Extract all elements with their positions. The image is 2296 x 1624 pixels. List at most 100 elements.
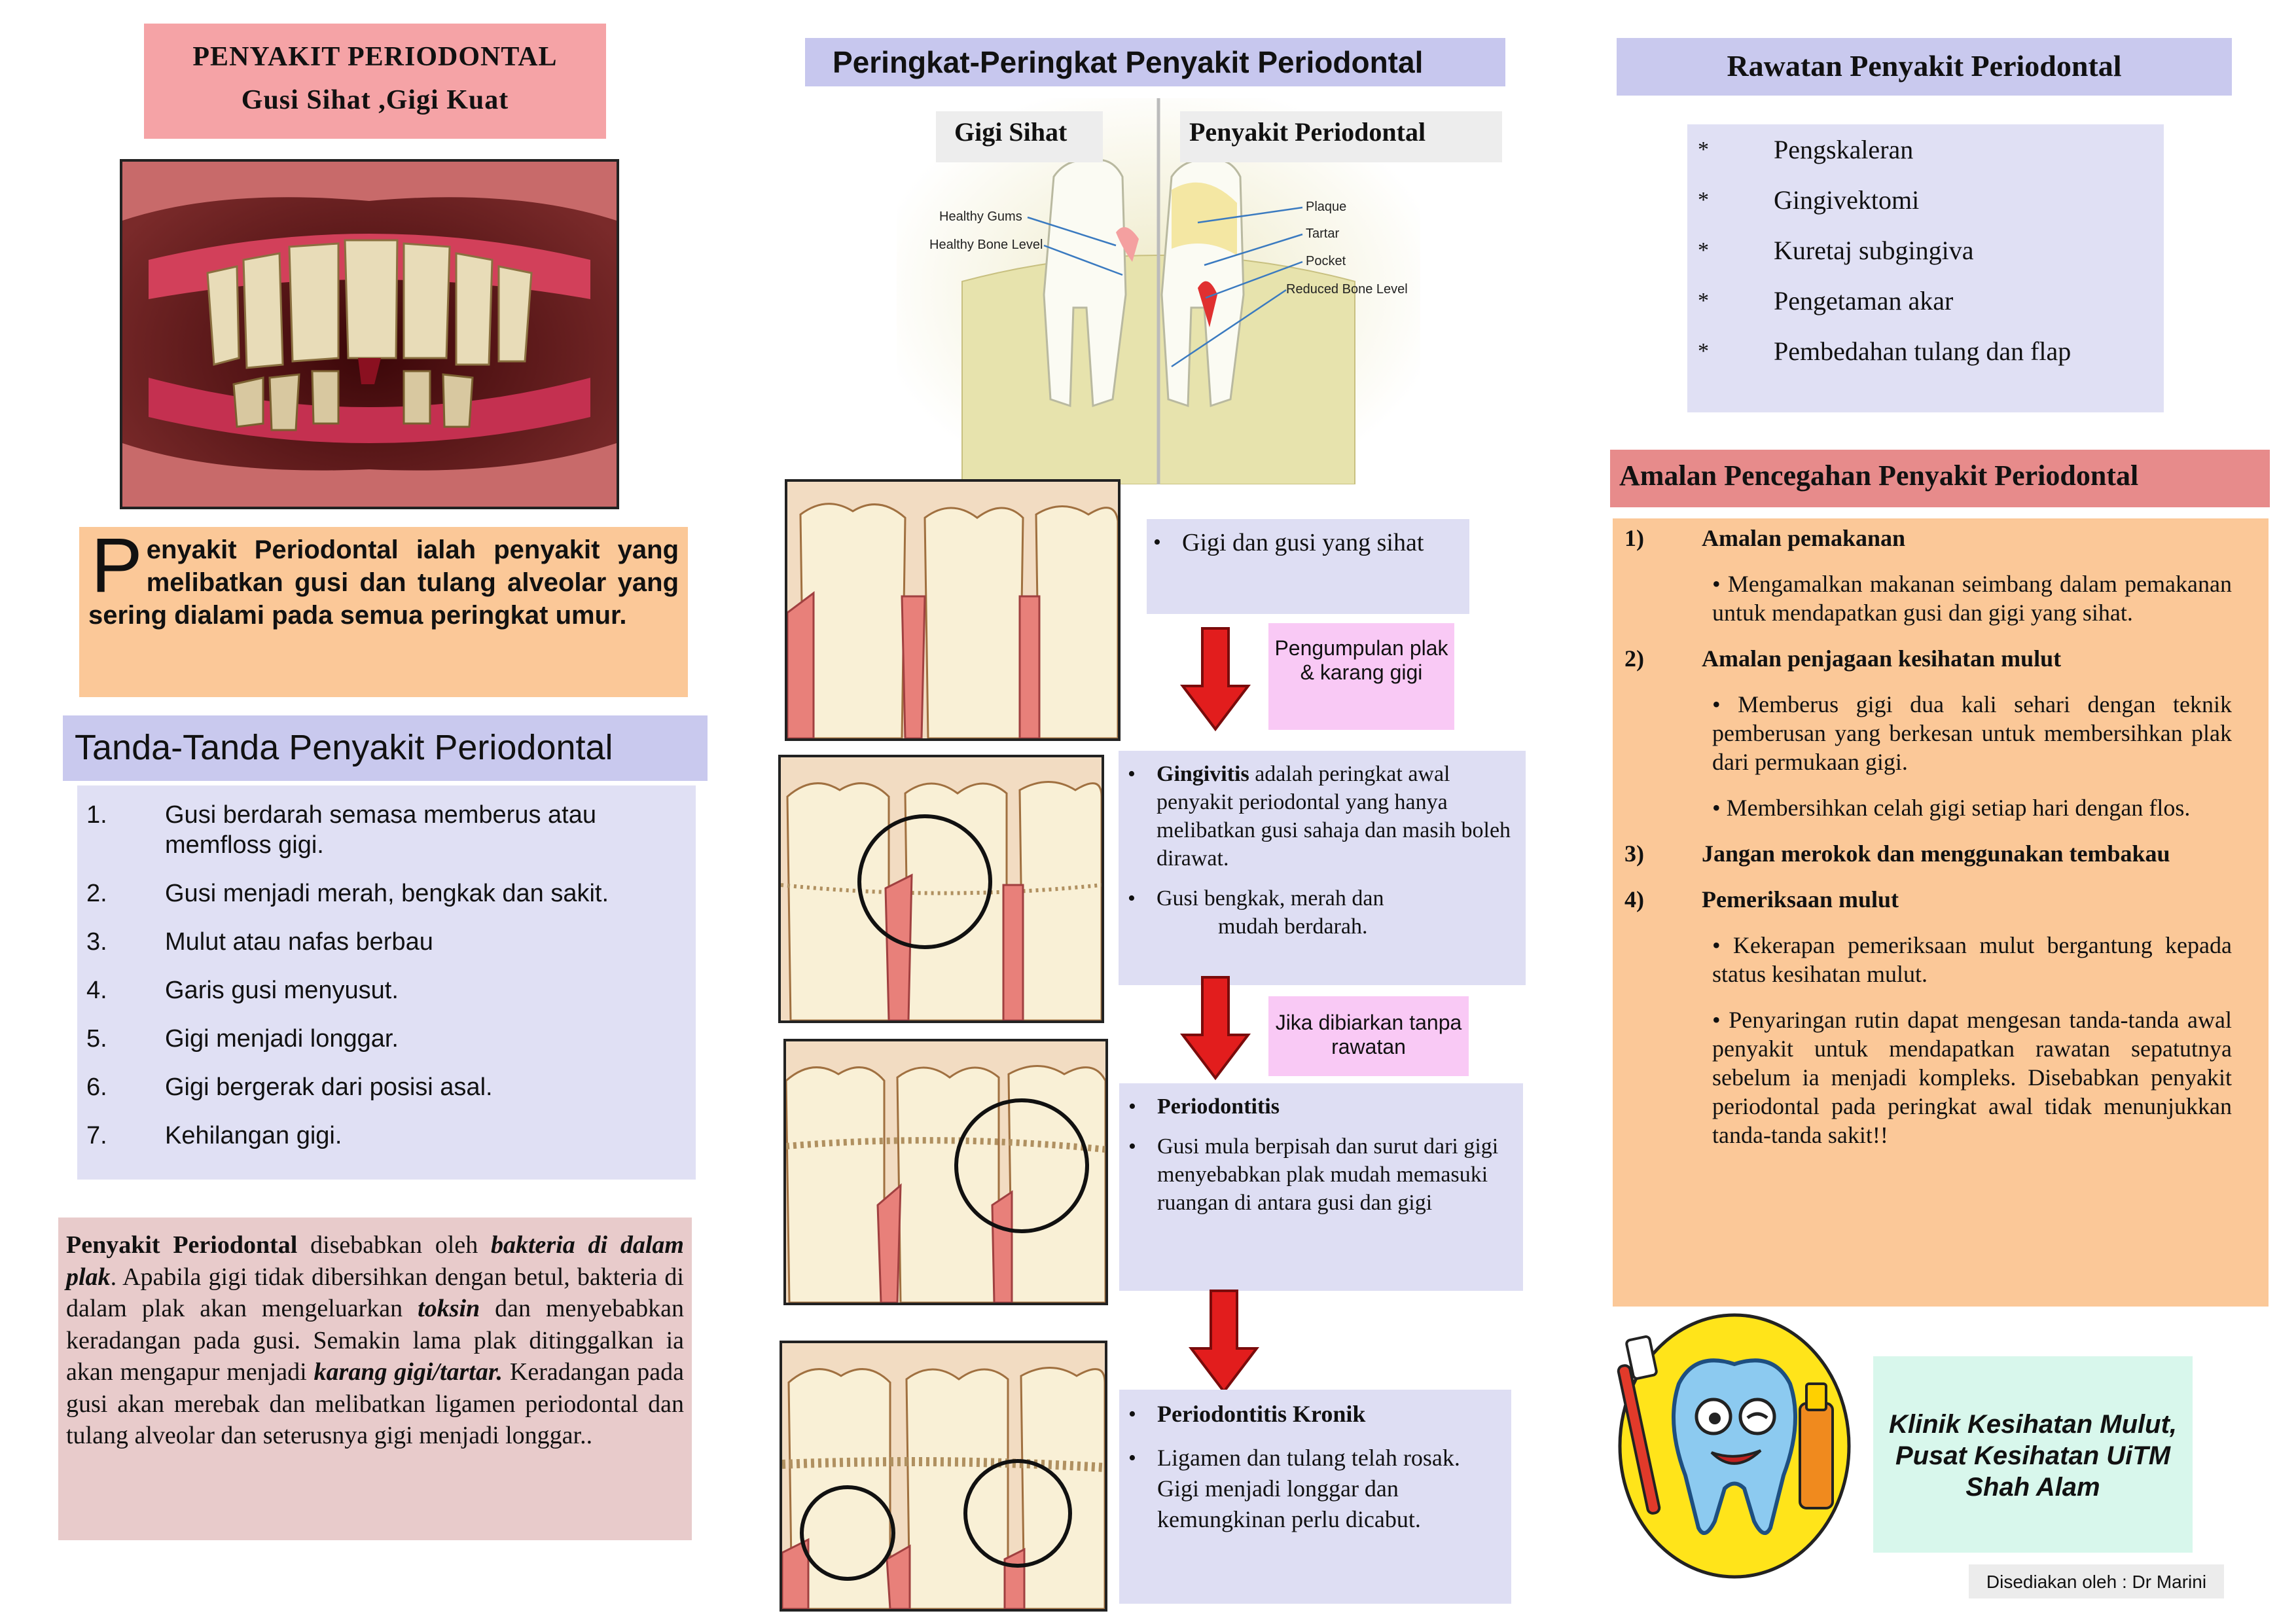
label-pocket: Pocket bbox=[1306, 254, 1346, 268]
sign-item: 7.Kehilangan gigi. bbox=[86, 1121, 696, 1151]
note-untreated: Jika dibiarkan tanpa rawatan bbox=[1268, 996, 1469, 1076]
label-healthy-gums: Healthy Gums bbox=[939, 209, 1022, 224]
treatment-text: Pembedahan tulang dan flap bbox=[1774, 336, 2072, 366]
definition-text: enyakit Periodontal ialah penyakit yang … bbox=[88, 535, 679, 630]
treatment-text: Kuretaj subgingiva bbox=[1774, 236, 1974, 265]
asterisk-bullet-icon: * bbox=[1698, 289, 1709, 313]
sign-number: 4. bbox=[86, 977, 107, 1004]
bullet-icon: • bbox=[1128, 1134, 1136, 1159]
stage3-title: Periodontitis bbox=[1157, 1094, 1280, 1119]
stages-heading: Peringkat-Peringkat Penyakit Periodontal bbox=[805, 38, 1505, 86]
prevention-number: 2) bbox=[1624, 645, 1644, 672]
sign-text: Gigi bergerak dari posisi asal. bbox=[165, 1074, 493, 1101]
treatment-text: Pengetaman akar bbox=[1774, 286, 1954, 316]
sign-item: 6. Gigi bergerak dari posisi asal. bbox=[86, 1072, 696, 1102]
stage2-title: Gingivitis bbox=[1157, 762, 1249, 786]
treatment-item: * Pengetaman akar bbox=[1687, 285, 2164, 317]
asterisk-bullet-icon: * bbox=[1698, 339, 1709, 363]
tooth-cross-section-diagram: Healthy Gums Healthy Bone Level Plaque T… bbox=[897, 98, 1420, 484]
prevention-number: 1) bbox=[1624, 525, 1644, 551]
stage2-symptom-line2: mudah berdarah. bbox=[1218, 914, 1368, 939]
treatment-heading: Rawatan Penyakit Periodontal bbox=[1617, 38, 2232, 96]
stage3-periodontitis-illustration bbox=[783, 1039, 1108, 1305]
prevention-number: 4) bbox=[1624, 886, 1644, 912]
treatment-item: *Gingivektomi bbox=[1687, 184, 2164, 217]
clinic-line3: Shah Alam bbox=[1965, 1473, 2100, 1502]
label-healthy-bone: Healthy Bone Level bbox=[929, 238, 1043, 252]
stage3-text: Gusi mula berpisah dan surut dari gigi m… bbox=[1157, 1134, 1499, 1215]
sign-item: 4. Garis gusi menyusut. bbox=[86, 975, 696, 1005]
stage1-text-box: • Gigi dan gusi yang sihat bbox=[1147, 519, 1469, 614]
sign-number: 7. bbox=[86, 1122, 107, 1149]
sign-text: Gusi berdarah semasa memberus atau memfl… bbox=[165, 801, 596, 859]
clinic-line2: Pusat Kesihatan UiTM bbox=[1895, 1441, 2171, 1470]
mouth-illustration bbox=[122, 162, 617, 507]
label-healthy-teeth: Gigi Sihat bbox=[936, 111, 1103, 162]
asterisk-bullet-icon: * bbox=[1698, 137, 1709, 162]
label-periodontal-disease: Penyakit Periodontal bbox=[1180, 111, 1502, 162]
prevention-subtitle: Pemeriksaan mulut bbox=[1702, 886, 1899, 912]
prevention-heading: Amalan Pencegahan Penyakit Periodontal bbox=[1610, 450, 2270, 507]
asterisk-bullet-icon: * bbox=[1698, 238, 1709, 262]
treatment-item: * Pembedahan tulang dan flap bbox=[1687, 335, 2164, 368]
stage4-chronic-illustration bbox=[780, 1341, 1107, 1612]
stage4-text-box: •Periodontitis Kronik •Ligamen dan tulan… bbox=[1119, 1390, 1511, 1604]
label-reduced-bone: Reduced Bone Level bbox=[1286, 282, 1408, 297]
sign-text: Garis gusi menyusut. bbox=[165, 977, 399, 1004]
stage1-healthy-illustration bbox=[785, 479, 1121, 741]
sign-item: 5.Gigi menjadi longgar. bbox=[86, 1024, 696, 1054]
cause-text: dan menyebabkan keradangan pada gusi. Se… bbox=[66, 1295, 684, 1386]
treatment-text: Gingivektomi bbox=[1774, 185, 1920, 215]
sign-text: Gigi menjadi longgar. bbox=[165, 1025, 399, 1053]
sign-number: 6. bbox=[86, 1074, 107, 1101]
cause-text: . Apabila gigi tidak dibersihkan dengan … bbox=[66, 1263, 684, 1323]
clinic-line1: Klinik Kesihatan Mulut, bbox=[1888, 1410, 2178, 1439]
prevention-subtitle: Amalan pemakanan bbox=[1702, 525, 1906, 551]
prevention-text: • Memberus gigi dua kali sehari dengan t… bbox=[1712, 691, 2232, 775]
prevention-subtitle: Jangan merokok dan menggunakan tembakau bbox=[1702, 840, 2170, 867]
treatment-list: *Pengskaleran *Gingivektomi *Kuretaj sub… bbox=[1687, 124, 2164, 412]
stage4-text: Ligamen dan tulang telah rosak. Gigi men… bbox=[1157, 1445, 1460, 1532]
bullet-icon: • bbox=[1128, 1446, 1136, 1470]
prevention-text: • Membersihkan celah gigi setiap hari de… bbox=[1712, 795, 2191, 821]
stage1-text: Gigi dan gusi yang sihat bbox=[1182, 529, 1424, 556]
bullet-icon: • bbox=[1128, 1094, 1136, 1119]
prevention-text: • Penyaringan rutin dapat mengesan tanda… bbox=[1712, 1007, 2232, 1148]
stage2-text-box: • Gingivitis adalah peringkat awal penyak… bbox=[1119, 751, 1526, 985]
treatment-item: * Kuretaj subgingiva bbox=[1687, 234, 2164, 267]
treatment-item: * Pengskaleran bbox=[1687, 134, 2164, 166]
gum-disease-photo bbox=[120, 159, 619, 509]
stage2-text: adalah peringkat awal penyakit periodont… bbox=[1157, 762, 1511, 871]
label-tartar: Tartar bbox=[1306, 226, 1339, 241]
bullet-icon: • bbox=[1128, 886, 1136, 911]
title-box: PENYAKIT PERIODONTAL Gusi Sihat ,Gigi Ku… bbox=[144, 24, 606, 139]
treatment-text: Pengskaleran bbox=[1774, 135, 1914, 164]
prevention-text: • Kekerapan pemeriksaan mulut bergantung… bbox=[1712, 932, 2232, 987]
clinic-info-box: Klinik Kesihatan Mulut, Pusat Kesihatan … bbox=[1873, 1356, 2193, 1553]
sign-item: 2.Gusi menjadi merah, bengkak dan sakit. bbox=[86, 878, 696, 909]
sign-text: Gusi menjadi merah, bengkak dan sakit. bbox=[165, 880, 609, 907]
cause-toxin: toksin bbox=[418, 1295, 480, 1322]
prevention-box: 1)Amalan pemakanan • Mengamalkan makanan… bbox=[1613, 518, 2269, 1307]
cause-text: Keradangan pada gusi akan merebak dan me… bbox=[66, 1358, 684, 1449]
cause-text: disebabkan oleh bbox=[297, 1231, 491, 1259]
label-plaque: Plaque bbox=[1306, 200, 1346, 214]
sign-number: 1. bbox=[86, 801, 107, 829]
signs-list: 1. Gusi berdarah semasa memberus atau mem… bbox=[77, 785, 696, 1180]
tooth-mascot-icon bbox=[1617, 1313, 1851, 1579]
sign-number: 3. bbox=[86, 928, 107, 956]
cause-bacteria: bakteria di dalam plak bbox=[66, 1231, 684, 1291]
sign-item: 1. Gusi berdarah semasa memberus atau mem… bbox=[86, 800, 696, 860]
sign-item: 3. Mulut atau nafas berbau bbox=[86, 927, 696, 957]
down-arrow-icon bbox=[1188, 1290, 1260, 1394]
bullet-icon: • bbox=[1153, 530, 1161, 554]
definition-dropcap: P bbox=[91, 522, 143, 609]
title-line2: Gusi Sihat ,Gigi Kuat bbox=[241, 85, 509, 115]
cause-tartar: karang gigi/tartar. bbox=[314, 1358, 503, 1386]
note-plaque-accumulation: Pengumpulan plak & karang gigi bbox=[1268, 623, 1454, 730]
down-arrow-icon bbox=[1179, 976, 1251, 1081]
bullet-icon: • bbox=[1128, 762, 1136, 786]
sign-text: Mulut atau nafas berbau bbox=[165, 928, 433, 956]
down-arrow-icon bbox=[1179, 627, 1251, 732]
